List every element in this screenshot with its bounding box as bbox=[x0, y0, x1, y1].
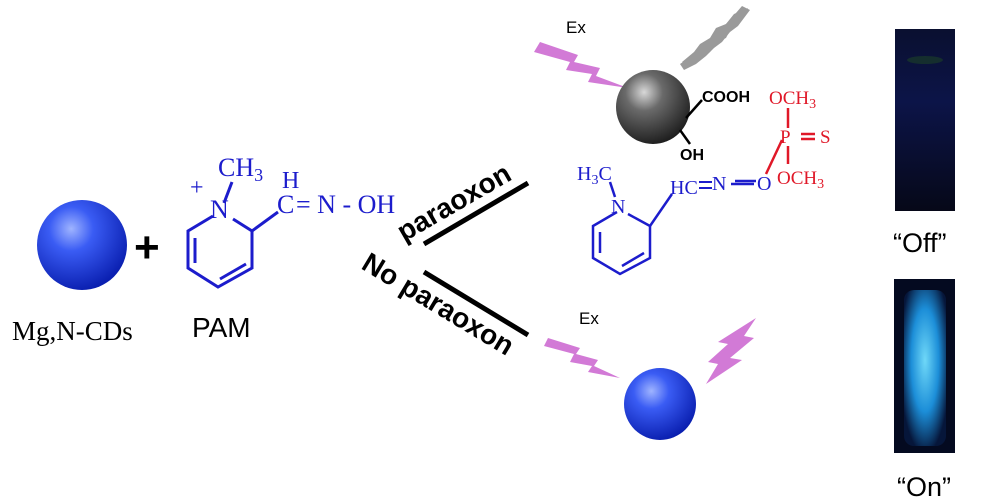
branch-line-bottom bbox=[422, 269, 530, 338]
product-nitrogen: N bbox=[611, 196, 625, 218]
excitation-lightning-icon bbox=[534, 42, 628, 88]
plus-sign: + bbox=[134, 223, 160, 272]
emission-quenched-lightning-body-icon bbox=[680, 6, 750, 70]
product-pyridine bbox=[591, 179, 756, 276]
pam-nitrogen: N bbox=[210, 195, 229, 224]
pam-structure bbox=[186, 181, 279, 289]
branch-label-no-paraoxon: No paraoxon bbox=[357, 247, 520, 362]
excitation-label-top: Ex bbox=[566, 18, 586, 37]
product-bonds bbox=[678, 99, 703, 145]
phosphate-och3-bottom: OCH3 bbox=[777, 168, 824, 192]
pam-imine-h: H bbox=[282, 168, 299, 194]
product-imine-n: N bbox=[712, 173, 726, 195]
carbon-dot-label: Mg,N-CDs bbox=[12, 316, 133, 346]
product-ester-o: O bbox=[757, 173, 771, 195]
phosphate-s: S bbox=[820, 127, 831, 148]
phosphate-p: P bbox=[780, 127, 791, 148]
pam-methyl: CH3 bbox=[218, 153, 263, 185]
excitation-label-bottom: Ex bbox=[579, 309, 599, 328]
photo-off-label: “Off” bbox=[893, 228, 947, 258]
photo-on-glow bbox=[904, 290, 946, 446]
branch-line-top bbox=[422, 180, 530, 247]
excitation-lightning-bottom-icon bbox=[544, 338, 620, 378]
pam-oxime-chain: = N - OH bbox=[296, 190, 395, 219]
photo-on-label: “On” bbox=[897, 472, 951, 502]
phosphate-och3-top: OCH3 bbox=[769, 88, 816, 112]
carbon-dot-sphere bbox=[37, 200, 127, 290]
pam-ring bbox=[186, 214, 254, 289]
pam-label: PAM bbox=[192, 312, 251, 343]
free-carbon-dot-sphere bbox=[624, 368, 696, 440]
emission-lightning-icon bbox=[706, 318, 756, 384]
photo-off-meniscus bbox=[907, 56, 943, 64]
product-oh: OH bbox=[680, 147, 704, 164]
pam-plus-charge: + bbox=[190, 175, 204, 201]
quenched-carbon-dot-sphere bbox=[616, 70, 690, 144]
product-hc: HC bbox=[670, 177, 698, 199]
phosphate-bonds bbox=[764, 108, 815, 175]
product-h3c: H3C bbox=[577, 163, 612, 188]
product-cooh: COOH bbox=[702, 89, 750, 106]
pam-imine-c: C bbox=[277, 190, 294, 219]
